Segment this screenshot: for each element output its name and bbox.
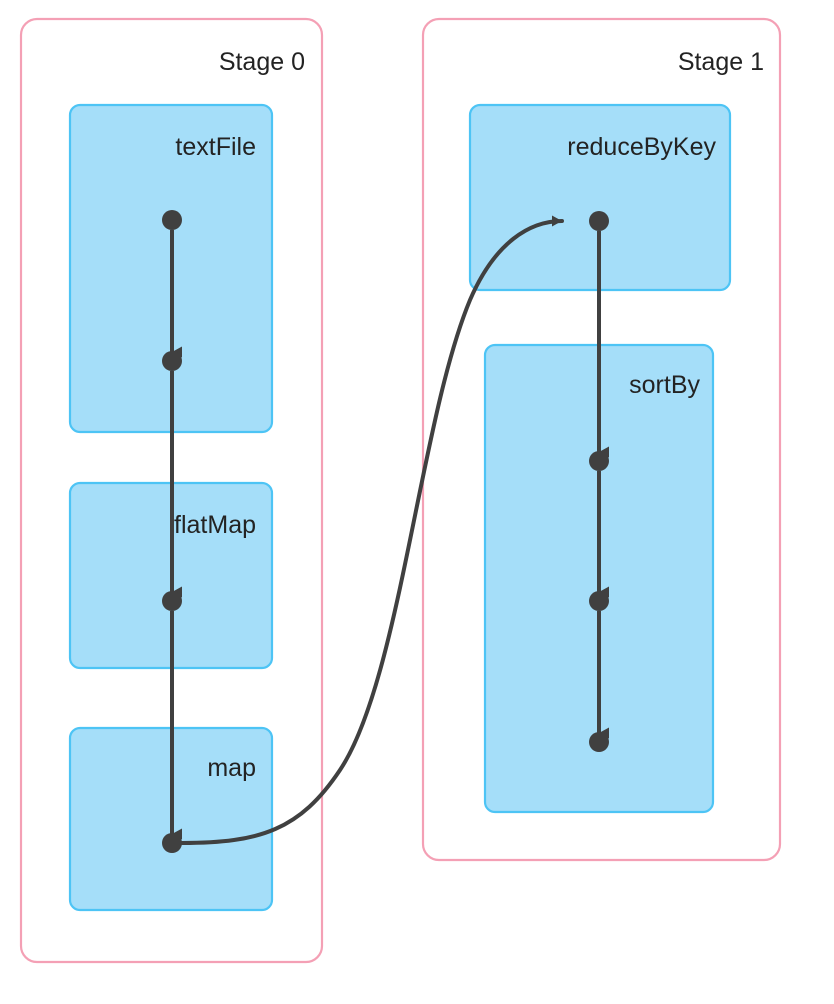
rdd-node-n5[interactable] <box>589 451 609 471</box>
rdd-node-n0[interactable] <box>162 210 182 230</box>
rdd-reducebykey-label: reduceByKey <box>567 133 716 161</box>
rdd-sortby-label: sortBy <box>629 371 700 399</box>
rdd-textfile-label: textFile <box>175 133 256 161</box>
stage-0-label: Stage 0 <box>219 48 305 76</box>
edge-group <box>170 215 610 845</box>
rdd-flatmap-label: flatMap <box>174 511 256 539</box>
stage-1-label: Stage 1 <box>678 48 764 76</box>
rdd-map-label: map <box>207 754 256 782</box>
rdd-node-n7[interactable] <box>589 732 609 752</box>
edge-shuffle-map-to-reducebykey <box>180 215 564 845</box>
rdd-node-n6[interactable] <box>589 591 609 611</box>
rdd-box-reducebykey[interactable]: reduceByKey <box>468 103 732 292</box>
rdd-node-n4[interactable] <box>589 211 609 231</box>
rdd-node-n2[interactable] <box>162 591 182 611</box>
node-group <box>162 210 609 853</box>
stage-container-stage-1[interactable]: Stage 1 reduceByKey sortBy <box>421 17 782 862</box>
rdd-node-n1[interactable] <box>162 351 182 371</box>
rdd-node-n3[interactable] <box>162 833 182 853</box>
